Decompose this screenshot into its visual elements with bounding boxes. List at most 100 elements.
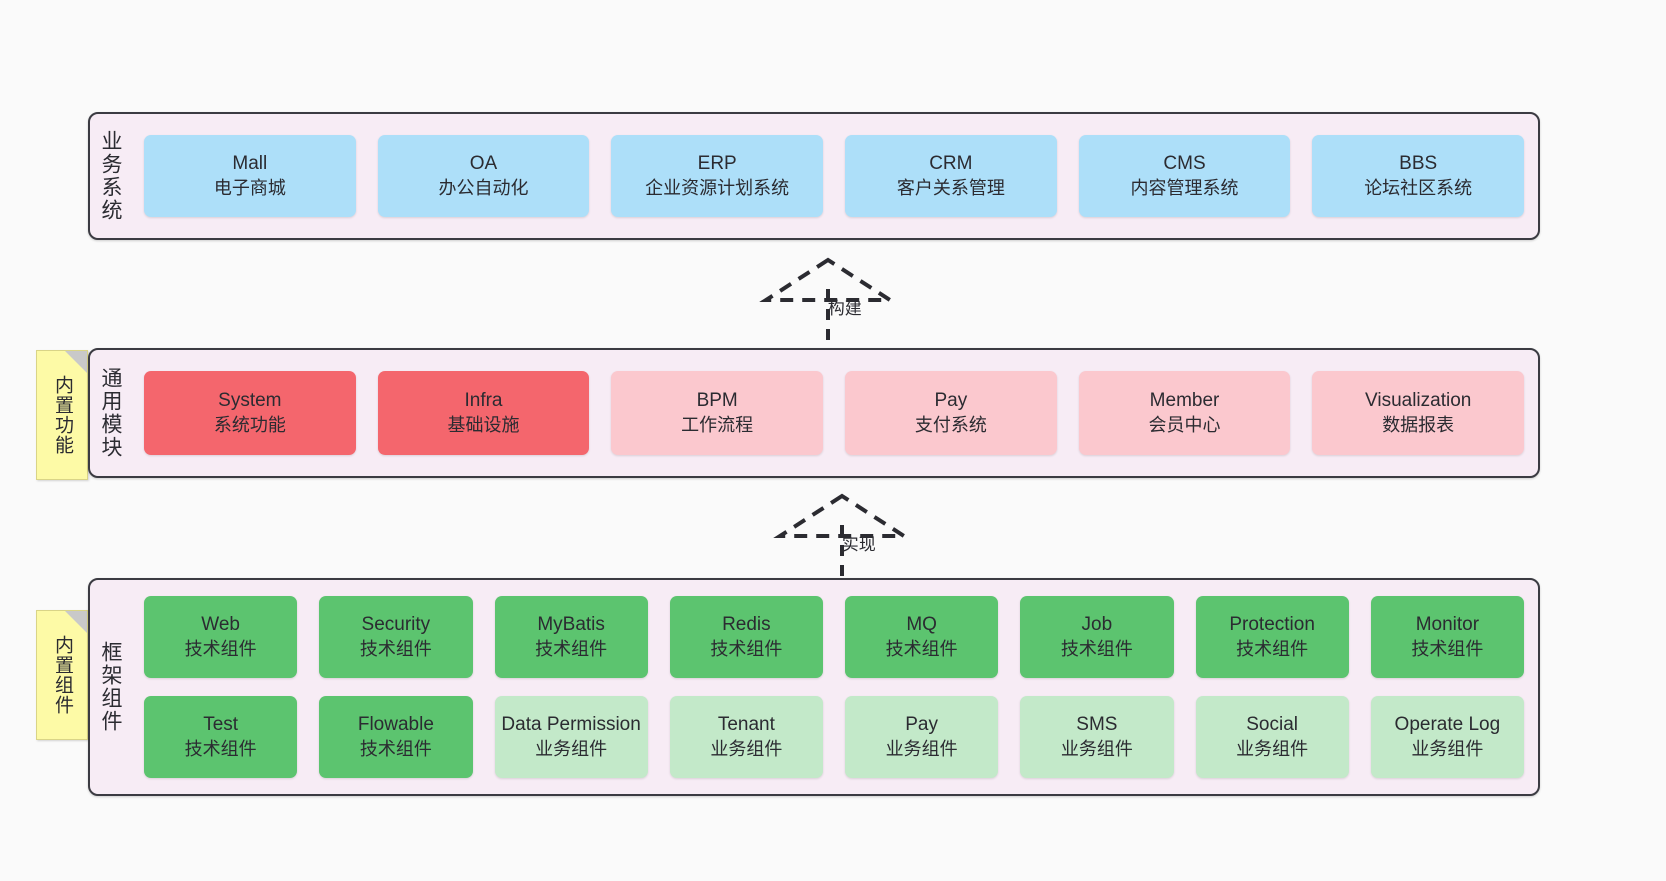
card-title: MyBatis xyxy=(537,614,605,636)
sticky-note-builtin-functions: 内置功能 xyxy=(36,350,88,480)
card-title: Job xyxy=(1081,614,1113,636)
card-subtitle: 客户关系管理 xyxy=(896,177,1005,198)
card-operate-log[interactable]: Operate Log 业务组件 xyxy=(1370,696,1524,778)
generalization-arrow-icon xyxy=(773,493,911,576)
card-test[interactable]: Test 技术组件 xyxy=(144,696,298,778)
card-erp[interactable]: ERP 企业资源计划系统 xyxy=(611,135,824,217)
card-subtitle: 企业资源计划系统 xyxy=(645,177,790,198)
card-subtitle: 技术组件 xyxy=(1411,638,1484,659)
card-subtitle: 办公自动化 xyxy=(438,177,529,198)
card-title: Monitor xyxy=(1415,614,1480,636)
card-mq[interactable]: MQ 技术组件 xyxy=(845,596,999,678)
card-title: System xyxy=(218,390,282,412)
card-row: Mall 电子商城 OA 办公自动化 ERP 企业资源计划系统 CRM 客户关系… xyxy=(144,135,1525,217)
card-oa[interactable]: OA 办公自动化 xyxy=(377,135,590,217)
card-title: MQ xyxy=(906,614,937,636)
card-title: Test xyxy=(203,714,239,736)
connector-implement: 实现 xyxy=(772,490,912,578)
card-title: Social xyxy=(1246,714,1298,736)
card-title: BPM xyxy=(696,390,738,412)
card-redis[interactable]: Redis 技术组件 xyxy=(669,596,823,678)
card-row-tech: Web 技术组件 Security 技术组件 MyBatis 技术组件 Redi… xyxy=(144,596,1524,678)
layer-common-module: 通用模块 System 系统功能 Infra 基础设施 BPM 工作流程 Pay… xyxy=(88,348,1540,478)
card-flowable[interactable]: Flowable 技术组件 xyxy=(319,696,473,778)
card-title: Pay xyxy=(905,714,938,736)
card-subtitle: 技术组件 xyxy=(1236,638,1309,659)
card-subtitle: 业务组件 xyxy=(535,738,608,759)
card-visualization[interactable]: Visualization 数据报表 xyxy=(1312,371,1525,455)
card-bbs[interactable]: BBS 论坛社区系统 xyxy=(1312,135,1525,217)
card-subtitle: 论坛社区系统 xyxy=(1364,177,1473,198)
card-monitor[interactable]: Monitor 技术组件 xyxy=(1370,596,1524,678)
card-social[interactable]: Social 业务组件 xyxy=(1195,696,1349,778)
card-subtitle: 系统功能 xyxy=(213,414,286,435)
card-crm[interactable]: CRM 客户关系管理 xyxy=(845,135,1057,217)
card-protection[interactable]: Protection 技术组件 xyxy=(1195,596,1349,678)
card-member[interactable]: Member 会员中心 xyxy=(1078,371,1291,455)
sticky-note-builtin-components: 内置组件 xyxy=(36,610,88,740)
card-subtitle: 技术组件 xyxy=(535,638,608,659)
connector-build: 构建 xyxy=(758,256,898,342)
card-mybatis[interactable]: MyBatis 技术组件 xyxy=(494,596,648,678)
card-subtitle: 技术组件 xyxy=(359,638,432,659)
card-tenant[interactable]: Tenant 业务组件 xyxy=(669,696,823,778)
card-title: Member xyxy=(1149,390,1220,412)
card-subtitle: 技术组件 xyxy=(710,638,783,659)
card-mall[interactable]: Mall 电子商城 xyxy=(144,135,356,217)
layer-business-system: 业务系统 Mall 电子商城 OA 办公自动化 ERP 企业资源计划系统 CRM… xyxy=(88,112,1540,240)
card-title: BBS xyxy=(1399,153,1438,175)
card-title: OA xyxy=(469,153,498,175)
card-infra[interactable]: Infra 基础设施 xyxy=(377,371,590,455)
card-title: SMS xyxy=(1076,714,1118,736)
layer-label-framework-component: 框架组件 xyxy=(99,641,123,733)
card-subtitle: 技术组件 xyxy=(184,738,257,759)
layer-body-business-system: Mall 电子商城 OA 办公自动化 ERP 企业资源计划系统 CRM 客户关系… xyxy=(130,114,1538,238)
card-subtitle: 业务组件 xyxy=(1060,738,1133,759)
card-title: Pay xyxy=(934,390,968,412)
card-title: Flowable xyxy=(357,714,434,736)
card-data-permission[interactable]: Data Permission 业务组件 xyxy=(494,696,648,778)
layer-label-common-module: 通用模块 xyxy=(99,367,123,459)
card-subtitle: 技术组件 xyxy=(359,738,432,759)
card-title: Mall xyxy=(232,153,268,175)
card-subtitle: 技术组件 xyxy=(885,638,958,659)
card-title: CRM xyxy=(929,153,973,175)
card-row: System 系统功能 Infra 基础设施 BPM 工作流程 Pay 支付系统… xyxy=(144,371,1525,455)
card-bpm[interactable]: BPM 工作流程 xyxy=(611,371,824,455)
folded-corner-icon xyxy=(65,351,87,373)
card-security[interactable]: Security 技术组件 xyxy=(319,596,473,678)
card-pay[interactable]: Pay 支付系统 xyxy=(845,371,1057,455)
card-subtitle: 会员中心 xyxy=(1148,414,1221,435)
card-title: Redis xyxy=(722,614,771,636)
sticky-note-text: 内置组件 xyxy=(51,635,73,715)
card-title: ERP xyxy=(697,153,737,175)
card-row-business: Test 技术组件 Flowable 技术组件 Data Permission … xyxy=(144,696,1524,778)
card-title: Tenant xyxy=(717,714,775,736)
card-subtitle: 业务组件 xyxy=(1236,738,1309,759)
card-title: Data Permission xyxy=(501,714,641,736)
card-web[interactable]: Web 技术组件 xyxy=(144,596,298,678)
card-pay-business[interactable]: Pay 业务组件 xyxy=(845,696,999,778)
connector-label: 构建 xyxy=(827,299,862,318)
card-subtitle: 技术组件 xyxy=(1060,638,1133,659)
layer-body-framework-component: Web 技术组件 Security 技术组件 MyBatis 技术组件 Redi… xyxy=(130,580,1538,794)
card-system[interactable]: System 系统功能 xyxy=(144,371,356,455)
generalization-arrow-icon xyxy=(759,257,897,340)
card-subtitle: 技术组件 xyxy=(184,638,257,659)
card-sms[interactable]: SMS 业务组件 xyxy=(1020,696,1174,778)
card-job[interactable]: Job 技术组件 xyxy=(1020,596,1174,678)
layer-framework-component: 框架组件 Web 技术组件 Security 技术组件 MyBatis 技术组件… xyxy=(88,578,1540,796)
connector-label: 实现 xyxy=(841,535,876,554)
card-cms[interactable]: CMS 内容管理系统 xyxy=(1078,135,1291,217)
card-subtitle: 业务组件 xyxy=(1411,738,1484,759)
card-title: Protection xyxy=(1229,614,1315,636)
card-title: CMS xyxy=(1163,153,1206,175)
card-title: Infra xyxy=(464,390,503,412)
card-subtitle: 数据报表 xyxy=(1382,414,1455,435)
card-subtitle: 基础设施 xyxy=(447,414,520,435)
card-title: Visualization xyxy=(1365,390,1472,412)
card-subtitle: 电子商城 xyxy=(213,177,286,198)
card-subtitle: 内容管理系统 xyxy=(1130,177,1239,198)
card-subtitle: 业务组件 xyxy=(885,738,958,759)
